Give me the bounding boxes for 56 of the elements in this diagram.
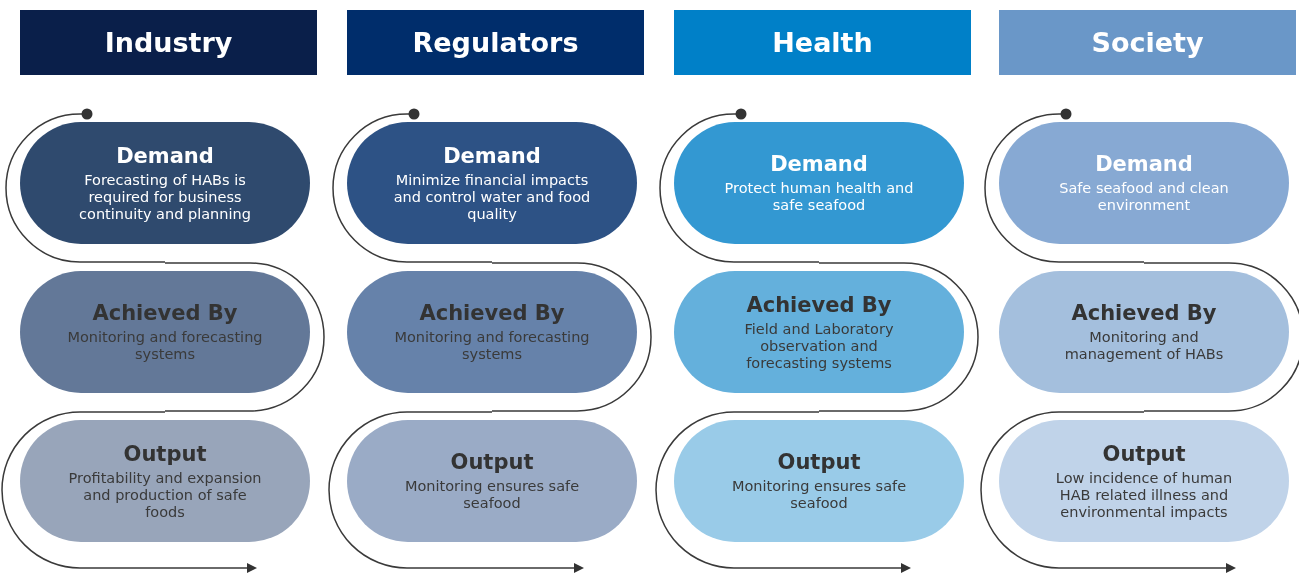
flow-arrow xyxy=(328,411,584,573)
pill-shape xyxy=(674,271,964,393)
header-banner xyxy=(20,10,317,75)
pill-text: Forecasting of HABs is required for business continuity and planning xyxy=(78,171,252,223)
pill-heading: Output xyxy=(777,450,861,474)
pill-text: Profitability and expansion and production of safe foods xyxy=(67,469,263,521)
header-title: Society xyxy=(1091,27,1204,58)
pill-shape xyxy=(999,271,1289,393)
flow-line xyxy=(491,262,652,412)
flow-arrow xyxy=(655,411,911,573)
pill-shape xyxy=(347,420,637,542)
pill-heading: Output xyxy=(450,450,534,474)
pill-shape xyxy=(20,122,310,244)
pill-text: Monitoring and forecasting systems xyxy=(393,329,591,363)
pill-shape xyxy=(347,271,637,393)
flow-line xyxy=(5,108,166,263)
flow-line xyxy=(984,108,1145,263)
pill-heading: Demand xyxy=(770,152,868,176)
pill-text: Protect human health and safe seafood xyxy=(723,180,915,214)
pill-shape xyxy=(674,420,964,542)
flow-line xyxy=(332,108,493,263)
flow-line xyxy=(164,262,325,412)
pill-text: Minimize financial impacts and control water and food quality xyxy=(392,171,592,223)
header-banner xyxy=(347,10,644,75)
pill-text: Monitoring ensures safe seafood xyxy=(730,478,908,512)
pill-shape xyxy=(347,122,637,244)
pill-shape xyxy=(20,271,310,393)
pill-heading: Demand xyxy=(116,143,214,168)
pill-shape xyxy=(20,420,310,542)
pill-heading: Achieved By xyxy=(419,301,565,325)
pill-shape xyxy=(999,122,1289,244)
pill-text: Monitoring ensures safe seafood xyxy=(403,478,581,512)
header-banner xyxy=(999,10,1296,75)
flow-line xyxy=(659,108,820,263)
pill-heading: Output xyxy=(1102,441,1186,466)
flow-arrow xyxy=(1,411,257,573)
pill-shape xyxy=(674,122,964,244)
pill-heading: Output xyxy=(123,441,207,466)
pill-heading: Achieved By xyxy=(92,301,238,325)
pill-text: Safe seafood and clean environment xyxy=(1058,180,1230,214)
pill-shape xyxy=(999,420,1289,542)
pill-heading: Demand xyxy=(1095,152,1193,176)
flow-line xyxy=(818,262,979,412)
pill-text: Monitoring and management of HABs xyxy=(1063,329,1225,363)
pill-heading: Demand xyxy=(443,143,541,168)
pill-text: Monitoring and forecasting systems xyxy=(66,329,264,363)
header-title: Regulators xyxy=(412,27,579,58)
pill-text: Low incidence of human HAB related illness and environmental impacts xyxy=(1054,469,1234,521)
flow-arrow xyxy=(980,411,1236,573)
header-title: Health xyxy=(772,27,873,58)
flow-line xyxy=(1143,262,1299,412)
header-banner xyxy=(674,10,971,75)
pill-heading: Achieved By xyxy=(1071,301,1217,325)
pill-text: Field and Laboratory observation and forecasting systems xyxy=(743,320,895,372)
pill-heading: Achieved By xyxy=(746,292,892,317)
header-title: Industry xyxy=(104,27,233,58)
